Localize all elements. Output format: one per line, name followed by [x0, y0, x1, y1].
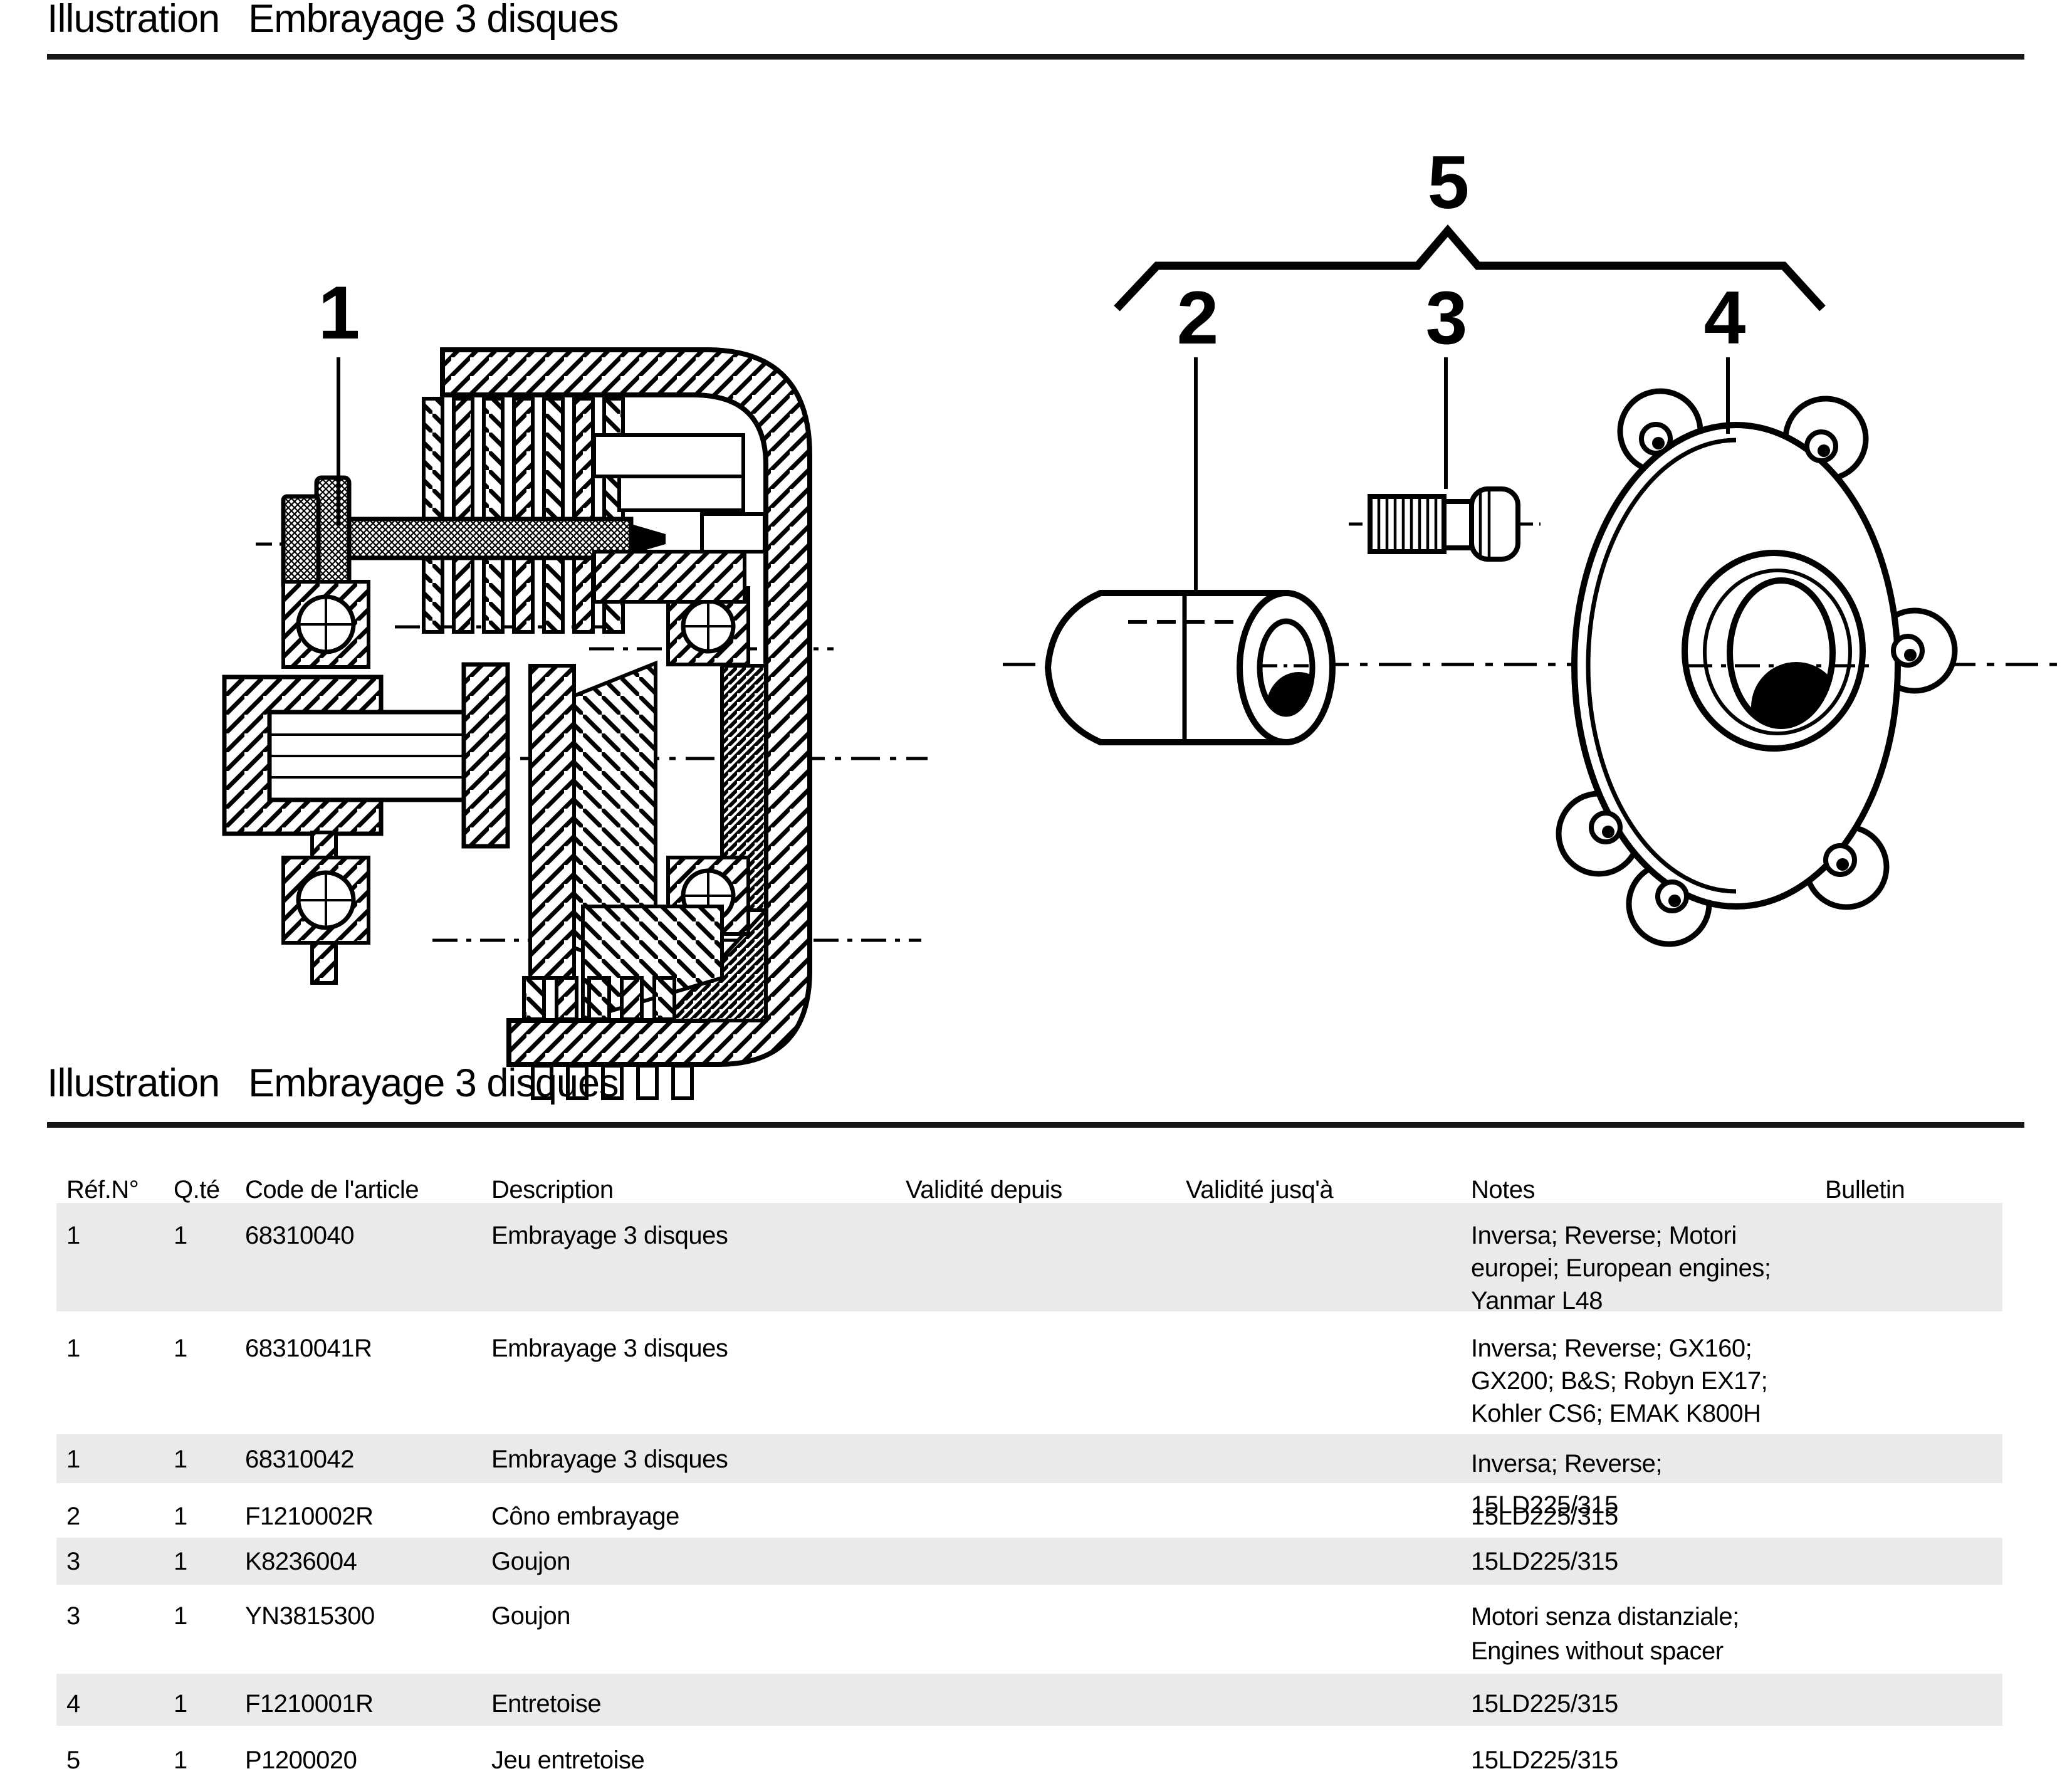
- cell-qty: 1: [174, 1690, 187, 1718]
- row-stripe: [56, 1538, 2002, 1585]
- note-line: Inversa; Reverse;: [1471, 1450, 1662, 1478]
- col-code: Code de l'article: [245, 1176, 419, 1204]
- callout-numbers: 1 2 3 4 5: [318, 140, 1746, 360]
- cell-notes: 15LD225/315: [1471, 1744, 1618, 1769]
- cell-notes: Inversa; Reverse; GX160; GX200; B&S; Roby…: [1471, 1332, 1768, 1430]
- clutch-assembly-drawing: [222, 347, 928, 1100]
- disc-stack-bottom: [522, 976, 694, 1100]
- cell-code: 68310041R: [245, 1335, 372, 1362]
- row-stripe: [56, 1434, 2002, 1483]
- note-line: 15LD225/315: [1471, 1690, 1618, 1718]
- cell-ref: 1: [66, 1446, 80, 1473]
- cell-desc: Embrayage 3 disques: [491, 1335, 728, 1362]
- note-line: 15LD225/315: [1471, 1491, 1618, 1519]
- col-valid-from: Validité depuis: [906, 1176, 1062, 1204]
- cell-ref: 5: [66, 1746, 80, 1769]
- cell-notes: Motori senza distanziale; Engines without…: [1471, 1600, 1739, 1669]
- cell-code: 68310042: [245, 1446, 354, 1473]
- cell-notes: Inversa; Reverse; Motori europei; Europea…: [1471, 1219, 1771, 1317]
- note-line: 15LD225/315: [1471, 1548, 1618, 1575]
- note-line: GX200; B&S; Robyn EX17;: [1471, 1367, 1768, 1395]
- page-title: Illustration Embrayage 3 disques: [47, 0, 619, 41]
- row-stripe: [56, 1203, 2002, 1311]
- note-line: europei; European engines;: [1471, 1254, 1771, 1282]
- cell-ref: 2: [66, 1503, 80, 1530]
- exploded-diagram: 1 2 3 4 5: [222, 140, 2066, 1100]
- note-line: Kohler CS6; EMAK K800H: [1471, 1400, 1761, 1427]
- cell-ref: 1: [66, 1335, 80, 1362]
- cell-ref: 3: [66, 1602, 80, 1630]
- page-title-name: Embrayage 3 disques: [248, 0, 619, 41]
- cell-qty: 1: [174, 1222, 187, 1249]
- cell-code: YN3815300: [245, 1602, 375, 1630]
- stud-drawing: [1349, 486, 1541, 562]
- row-stripe: [56, 1674, 2002, 1726]
- cell-notes: 15LD225/315: [1471, 1545, 1618, 1578]
- cell-desc: Embrayage 3 disques: [491, 1222, 728, 1249]
- col-qty: Q.té: [174, 1176, 220, 1204]
- cell-qty: 1: [174, 1602, 187, 1630]
- cell-ref: 1: [66, 1222, 80, 1249]
- note-line: Engines without spacer: [1471, 1637, 1724, 1665]
- note-line: Inversa; Reverse; GX160;: [1471, 1335, 1752, 1362]
- note-line: 15LD225/315: [1471, 1503, 1618, 1530]
- cover-drawing: [1556, 388, 1958, 947]
- section-title: Illustration Embrayage 3 disques: [47, 1061, 619, 1106]
- group-bracket: [1114, 224, 1826, 312]
- interior-steps: [592, 433, 767, 604]
- bolt-holes: [1589, 422, 1925, 913]
- cell-desc: Jeu entretoise: [491, 1746, 645, 1769]
- cell-desc: Entretoise: [491, 1690, 602, 1718]
- col-valid-to: Validité jusq'à: [1186, 1176, 1334, 1204]
- cell-qty: 1: [174, 1503, 187, 1530]
- housing-outline: [440, 347, 812, 1067]
- cell-desc: Goujon: [491, 1602, 570, 1630]
- cell-ref: 3: [66, 1548, 80, 1575]
- cell-code: P1200020: [245, 1746, 357, 1769]
- cell-notes: Inversa; Reverse; 15LD225/315: [1471, 1443, 1662, 1526]
- cell-qty: 1: [174, 1335, 187, 1362]
- col-desc: Description: [491, 1176, 614, 1204]
- page-title-label: Illustration: [47, 0, 220, 41]
- col-notes: Notes: [1471, 1176, 1536, 1204]
- callout-5: 5: [1428, 140, 1470, 224]
- cell-code: F1210002R: [245, 1503, 374, 1530]
- cell-ref: 4: [66, 1690, 80, 1718]
- callout-4: 4: [1704, 276, 1746, 360]
- cell-qty: 1: [174, 1446, 187, 1473]
- cell-notes: 15LD225/315: [1471, 1500, 1618, 1533]
- cone-drawing: [1044, 590, 1336, 745]
- note-line: Yanmar L48: [1471, 1287, 1603, 1315]
- note-line: 15LD225/315: [1471, 1746, 1618, 1769]
- cell-code: K8236004: [245, 1548, 357, 1575]
- cell-desc: Goujon: [491, 1548, 570, 1575]
- cell-desc: Côno embrayage: [491, 1503, 679, 1530]
- note-line: Inversa; Reverse; Motori: [1471, 1222, 1737, 1249]
- center-plate: [528, 664, 576, 980]
- callout-2: 2: [1177, 276, 1219, 360]
- callout-3: 3: [1426, 276, 1468, 360]
- section-title-label: Illustration: [47, 1061, 220, 1105]
- title-rule: [47, 54, 2024, 60]
- callout-1: 1: [318, 271, 360, 355]
- clutch-bolt: [256, 475, 666, 611]
- cell-qty: 1: [174, 1746, 187, 1769]
- lower-cone: [581, 905, 724, 1022]
- cell-desc: Embrayage 3 disques: [491, 1446, 728, 1473]
- cell-notes: 15LD225/315: [1471, 1688, 1618, 1720]
- right-parts-drawing: 1 2 3 4 5: [318, 140, 2066, 947]
- note-line: Motori senza distanziale;: [1471, 1603, 1739, 1630]
- callout-lines: [337, 224, 1826, 594]
- cell-code: 68310040: [245, 1222, 354, 1249]
- section-rule: [47, 1122, 2024, 1128]
- section-title-name: Embrayage 3 disques: [248, 1061, 619, 1105]
- cell-code: F1210001R: [245, 1690, 374, 1718]
- hub-shaft: [222, 662, 510, 985]
- col-ref: Réf.N°: [66, 1176, 139, 1204]
- cell-qty: 1: [174, 1548, 187, 1575]
- col-bulletin: Bulletin: [1825, 1176, 1905, 1204]
